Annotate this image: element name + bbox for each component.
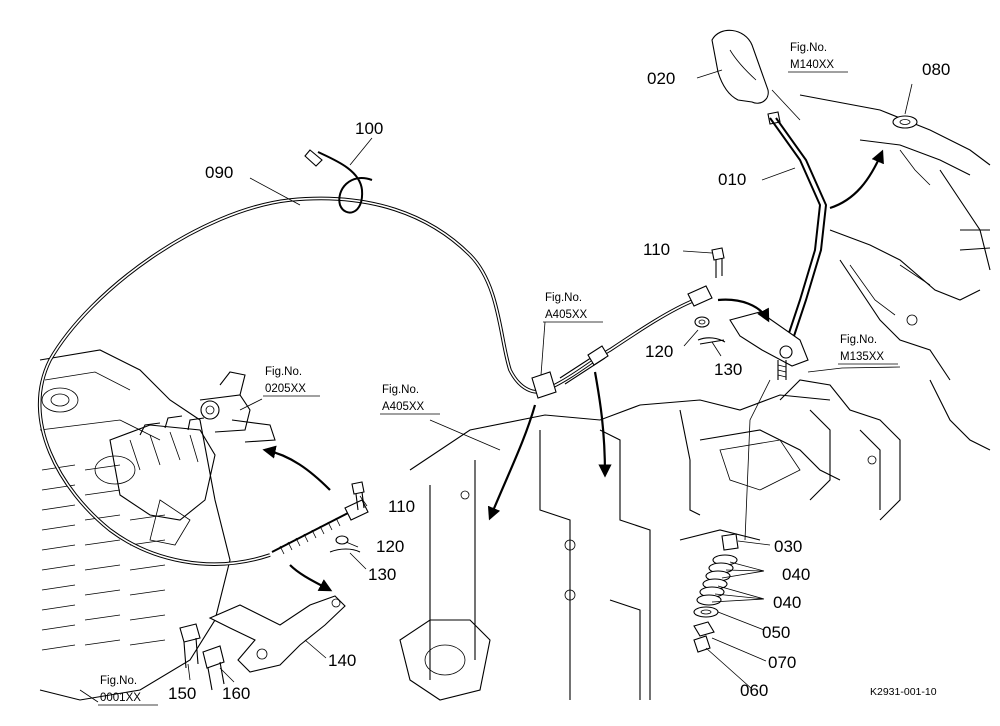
label-100: 100	[355, 119, 383, 138]
cable-tie	[304, 149, 373, 214]
label-030: 030	[774, 537, 802, 556]
figref-a405-left: Fig.No. A405XX	[380, 384, 440, 415]
bracket-140	[179, 481, 365, 691]
svg-text:Fig.No.: Fig.No.	[100, 675, 137, 687]
engine-block	[39, 349, 276, 701]
spring-stack	[693, 379, 771, 653]
svg-text:0001XX: 0001XX	[100, 692, 141, 704]
label-080: 080	[922, 60, 950, 79]
label-120-lower: 120	[376, 537, 404, 556]
label-130-lower: 130	[368, 565, 396, 584]
throttle-cable	[37, 196, 713, 566]
figref-a405-top: Fig.No. A405XX	[543, 292, 603, 323]
figure-references: Fig.No. M140XX Fig.No. A405XX Fig.No. A4…	[98, 42, 898, 706]
label-020: 020	[647, 69, 675, 88]
label-090: 090	[205, 163, 233, 182]
label-040-upper: 040	[782, 565, 810, 584]
svg-text:A405XX: A405XX	[382, 401, 425, 413]
svg-text:Fig.No.: Fig.No.	[840, 334, 877, 346]
label-120-upper: 120	[645, 342, 673, 361]
label-130-upper: 130	[714, 360, 742, 379]
figref-m135: Fig.No. M135XX	[838, 334, 898, 365]
svg-text:M140XX: M140XX	[790, 59, 834, 71]
svg-text:Fig.No.: Fig.No.	[265, 366, 302, 378]
svg-text:Fig.No.: Fig.No.	[790, 42, 827, 54]
svg-text:Fig.No.: Fig.No.	[382, 384, 419, 396]
label-010: 010	[718, 170, 746, 189]
label-110-upper: 110	[643, 240, 670, 259]
hand-throttle-lever	[694, 29, 828, 380]
label-140: 140	[328, 651, 356, 670]
center-frame	[399, 379, 901, 701]
fender-structure	[799, 94, 991, 451]
label-050: 050	[762, 623, 790, 642]
part-number-labels: 020 010 080 100 090 110 120 130 110 120 …	[168, 60, 950, 703]
leader-lines	[79, 69, 913, 703]
figref-m140: Fig.No. M140XX	[788, 42, 848, 73]
svg-text:A405XX: A405XX	[545, 309, 588, 321]
svg-text:M135XX: M135XX	[840, 351, 884, 363]
label-040-lower: 040	[773, 593, 801, 612]
svg-text:0205XX: 0205XX	[265, 383, 306, 395]
drawing-code: K2931-001-10	[870, 686, 937, 698]
label-150: 150	[168, 684, 196, 703]
label-060: 060	[740, 681, 768, 700]
label-110-lower: 110	[388, 497, 415, 516]
svg-text:Fig.No.: Fig.No.	[545, 292, 582, 304]
figref-0001: Fig.No. 0001XX	[98, 675, 158, 706]
figref-0205: Fig.No. 0205XX	[263, 366, 320, 397]
direction-arrows	[262, 149, 884, 592]
label-160: 160	[222, 684, 250, 703]
label-070: 070	[768, 653, 796, 672]
